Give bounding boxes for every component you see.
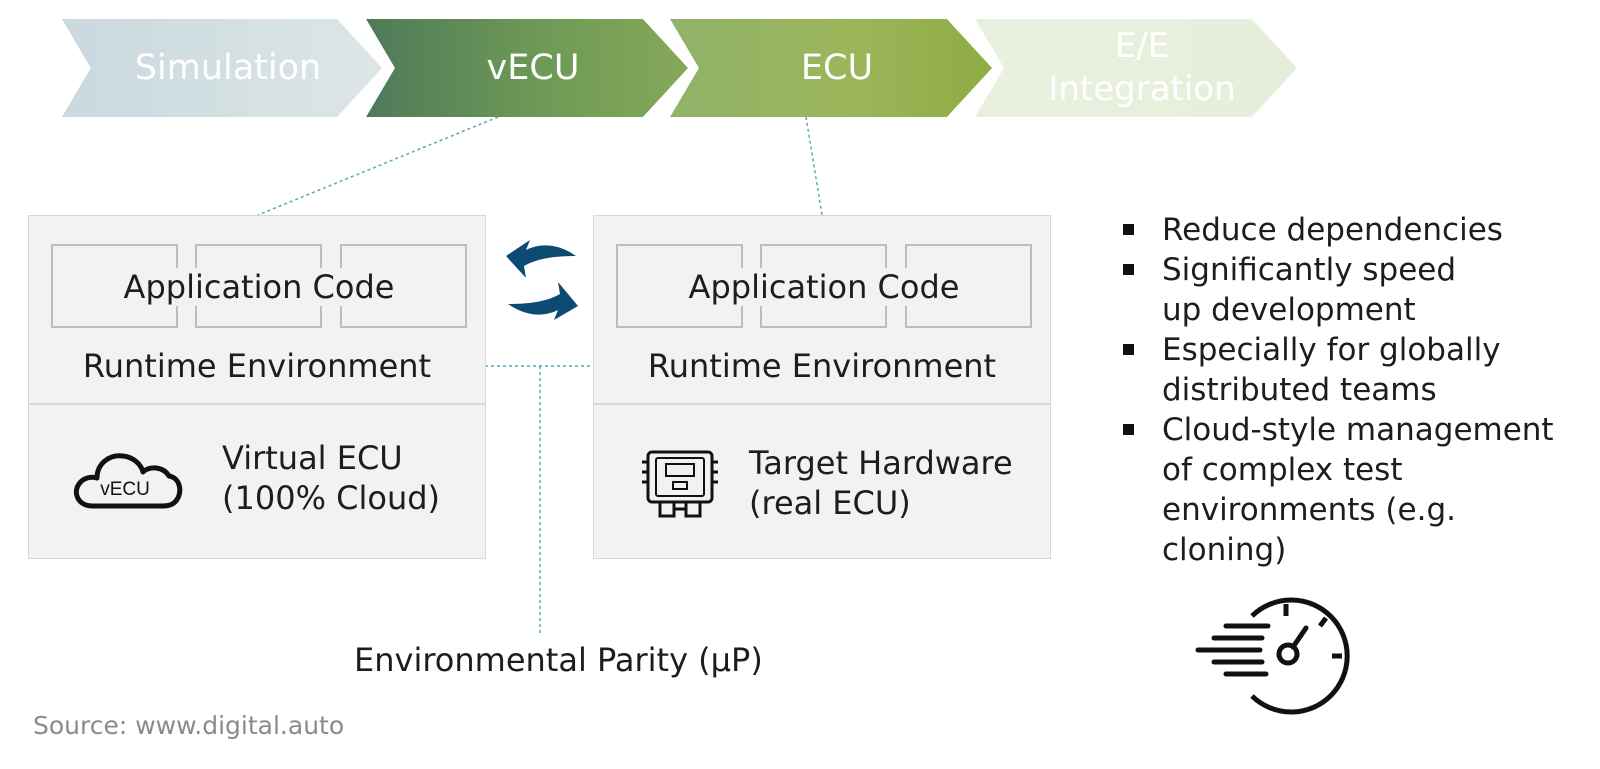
stage-vecu: vECU (366, 19, 688, 117)
runtime-label: Runtime Environment (82, 347, 432, 385)
benefit-item: Significantly speed up development (1120, 250, 1580, 330)
stage-label: vECU (486, 48, 580, 88)
bullet-icon (1123, 344, 1134, 355)
target-hardware-box: Application Code Runtime Environment Tar… (593, 215, 1051, 559)
hardware-label-line: (real ECU) (749, 484, 911, 522)
runtime-label: Runtime Environment (647, 347, 997, 385)
stage-ee-integration: E/E Integration (975, 19, 1297, 117)
virtual-ecu-box: Application Code Runtime Environment vEC… (28, 215, 486, 559)
bullet-icon (1123, 424, 1134, 435)
bullet-icon (1123, 224, 1134, 235)
layer-divider (594, 403, 1050, 405)
application-label-wrap: Application Code (616, 268, 1032, 306)
layer-divider (29, 403, 485, 405)
stage-label: ECU (800, 48, 874, 88)
stage-ecu: ECU (670, 19, 992, 117)
stage-label: E/E Integration (1048, 26, 1236, 109)
source-caption: Source: www.digital.auto (33, 711, 345, 740)
benefit-item: Reduce dependencies (1120, 210, 1580, 250)
benefit-line: Reduce dependencies (1162, 212, 1503, 248)
speedometer-icon (1192, 596, 1352, 720)
benefit-line: distributed teams (1162, 372, 1437, 408)
parity-label: Environmental Parity (µP) (354, 641, 763, 679)
hardware-label-line: Target Hardware (749, 444, 1013, 482)
benefit-line: Cloud-style management (1162, 412, 1554, 448)
application-layer: Application Code (616, 244, 1032, 328)
ecu-chip-icon (640, 446, 720, 524)
hardware-label: Target Hardware (real ECU) (749, 443, 1013, 523)
swap-arrows-icon (506, 240, 578, 320)
hardware-label: Virtual ECU (100% Cloud) (222, 438, 440, 518)
benefit-line: of complex test (1162, 452, 1403, 488)
benefit-line: Especially for globally (1162, 332, 1501, 368)
benefit-line: environments (e.g. cloning) (1162, 492, 1456, 568)
application-label-wrap: Application Code (51, 268, 467, 306)
cloud-icon: vECU (71, 448, 183, 514)
application-label: Application Code (676, 268, 972, 306)
benefit-item: Cloud-style management of complex test e… (1120, 410, 1580, 570)
stage-simulation: Simulation (62, 19, 382, 117)
benefit-item: Especially for globally distributed team… (1120, 330, 1580, 410)
hardware-label-line: (100% Cloud) (222, 479, 441, 517)
application-label: Application Code (111, 268, 407, 306)
bullet-icon (1123, 264, 1134, 275)
hardware-label-line: Virtual ECU (222, 439, 403, 477)
cloud-icon-text: vECU (100, 479, 150, 500)
stage-label: Simulation (134, 48, 322, 88)
benefit-line: Significantly speed (1162, 252, 1457, 288)
application-layer: Application Code (51, 244, 467, 328)
benefits-list: Reduce dependencies Significantly speed … (1120, 210, 1580, 570)
benefit-line: up development (1162, 292, 1416, 328)
